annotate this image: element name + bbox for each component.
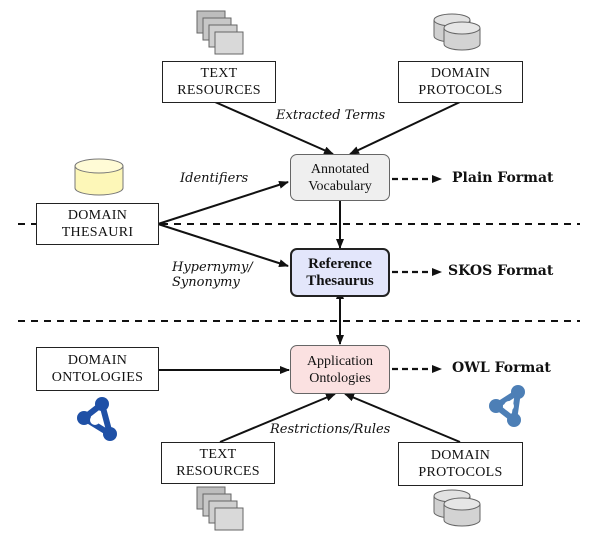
label-extracted-terms: Extracted Terms xyxy=(276,108,386,123)
owl-format-label: OWL Format xyxy=(452,360,551,376)
documents-stack-icon xyxy=(196,486,244,531)
text-resources-top-box: TEXT RESOURCES xyxy=(162,61,276,103)
label-restrictions-rules: Restrictions/Rules xyxy=(270,422,391,437)
arrow-protocols-to-vocabulary xyxy=(349,101,461,155)
arrow-thesauri-to-vocabulary xyxy=(157,180,289,225)
ontology-network-icon xyxy=(77,397,117,441)
database-icon xyxy=(433,13,481,51)
database-icon xyxy=(74,158,124,196)
arrow-text-to-vocabulary xyxy=(214,101,334,155)
domain-thesauri-box: DOMAIN THESAURI xyxy=(36,203,159,245)
reference-thesaurus-node: Reference Thesaurus xyxy=(290,248,390,297)
database-icon xyxy=(433,489,481,527)
application-ontologies-node: Application Ontologies xyxy=(290,345,390,394)
arrow-bottom-protocols-to-application xyxy=(344,393,461,443)
text-resources-bottom-box: TEXT RESOURCES xyxy=(161,442,275,484)
label-identifiers: Identifiers xyxy=(180,171,249,186)
arrow-bottom-text-to-application xyxy=(219,393,336,443)
documents-stack-icon xyxy=(196,10,244,55)
skos-format-label: SKOS Format xyxy=(448,263,554,279)
arrow-thesauri-to-reference xyxy=(157,223,289,268)
label-hypernymy-synonymy: Hypernymy/ Synonymy xyxy=(172,260,253,290)
annotated-vocabulary-node: Annotated Vocabulary xyxy=(290,154,390,201)
domain-protocols-top-box: DOMAIN PROTOCOLS xyxy=(398,61,523,103)
domain-ontologies-box: DOMAIN ONTOLOGIES xyxy=(36,347,159,391)
plain-format-label: Plain Format xyxy=(452,170,554,186)
ontology-network-icon xyxy=(489,385,525,427)
domain-protocols-bottom-box: DOMAIN PROTOCOLS xyxy=(398,442,523,486)
